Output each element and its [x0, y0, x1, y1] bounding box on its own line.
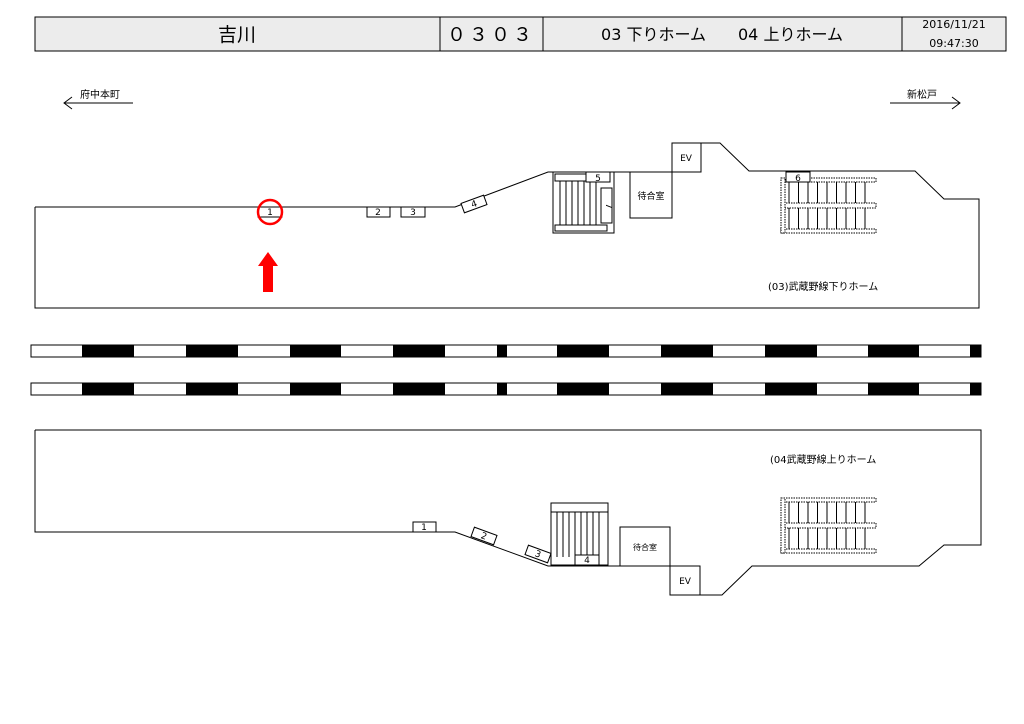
selected-position-circle	[256, 198, 284, 226]
stair-border	[780, 522, 877, 529]
time: 09:47:30	[929, 37, 978, 50]
red-up-arrow-icon	[258, 252, 278, 292]
track-segment	[970, 345, 981, 357]
stair-border	[780, 202, 877, 209]
track-segment	[497, 345, 507, 357]
position-label: 6	[795, 174, 801, 184]
date: 2016/11/21	[922, 18, 985, 31]
position-marker-3[interactable]: 3	[524, 544, 552, 564]
position-label: 3	[410, 208, 416, 218]
position-label: 2	[375, 208, 381, 218]
position-label: 2	[479, 531, 488, 542]
track-segment	[557, 383, 609, 395]
track-segment	[290, 345, 341, 357]
lower-platform-label: (04武蔵野線上りホーム	[770, 453, 876, 466]
stair-border	[780, 497, 786, 554]
elevator-label: EV	[680, 154, 693, 164]
track-lower	[30, 382, 982, 396]
lower-platform-outline	[34, 429, 982, 596]
track-segment	[186, 383, 238, 395]
track-segment	[393, 345, 445, 357]
waiting-room	[629, 171, 673, 219]
position-marker-4[interactable]: 4	[460, 194, 488, 214]
track-segment	[765, 345, 817, 357]
upper-stairs-right	[780, 177, 877, 234]
position-label: 3	[533, 549, 542, 560]
track-segment	[290, 383, 341, 395]
position-marker-3[interactable]	[400, 206, 426, 218]
track-segment	[868, 383, 919, 395]
waiting-room-label: 待合室	[637, 190, 664, 202]
position-marker-4[interactable]	[574, 554, 600, 566]
upper-platform-label: (03)武蔵野線下りホーム	[768, 280, 878, 293]
direction-left-label: 府中本町	[80, 88, 120, 101]
position-marker-2[interactable]: 2	[470, 526, 498, 546]
position-label: 7	[603, 203, 613, 209]
track-segment	[82, 383, 134, 395]
stair-border	[780, 228, 877, 234]
track-segment	[186, 345, 238, 357]
direction-left: 府中本町	[63, 88, 133, 110]
station-name: 吉川	[218, 24, 256, 46]
position-label: 1	[267, 208, 273, 218]
track-segment	[661, 345, 713, 357]
header-bar: 吉川 ０３０３ 03 下りホーム 04 上りホーム 2016/11/21 09:…	[34, 16, 1007, 52]
direction-right: 新松戸	[890, 88, 961, 110]
direction-right-label: 新松戸	[907, 88, 937, 101]
position-marker-1[interactable]	[412, 521, 437, 533]
position-marker-2[interactable]	[366, 206, 391, 218]
lower-stairs-right	[780, 497, 877, 554]
track-segment	[661, 383, 713, 395]
position-label: 5	[595, 174, 601, 184]
position-marker-6[interactable]	[785, 171, 811, 183]
position-label: 4	[470, 199, 479, 210]
position-label: 1	[421, 523, 427, 533]
stair-border	[780, 548, 877, 554]
track-segment	[765, 383, 817, 395]
elevator-label: EV	[679, 577, 692, 587]
platforms-title: 03 下りホーム 04 上りホーム	[601, 25, 843, 44]
track-segment	[868, 345, 919, 357]
stair-border	[780, 497, 877, 503]
position-marker-7[interactable]	[600, 187, 613, 224]
track-segment	[970, 383, 981, 395]
position-label: 4	[584, 556, 590, 566]
position-marker-5[interactable]	[585, 171, 611, 183]
track-segment	[393, 383, 445, 395]
waiting-room-label: 待合室	[633, 542, 657, 552]
lower-platform: 4 待合室 EV 1 2 3 (04武蔵野線上りホーム	[34, 429, 982, 596]
track-segment	[557, 345, 609, 357]
track-segment	[497, 383, 507, 395]
track-segment	[82, 345, 134, 357]
header-background	[34, 16, 1007, 52]
stair-border	[780, 177, 786, 234]
track-upper	[30, 344, 982, 358]
station-code: ０３０３	[447, 24, 535, 46]
upper-platform: 5 7 待合室 EV 6 1 2 3 4 (03)武蔵野線下りホーム	[34, 142, 980, 309]
waiting-room	[619, 526, 671, 567]
